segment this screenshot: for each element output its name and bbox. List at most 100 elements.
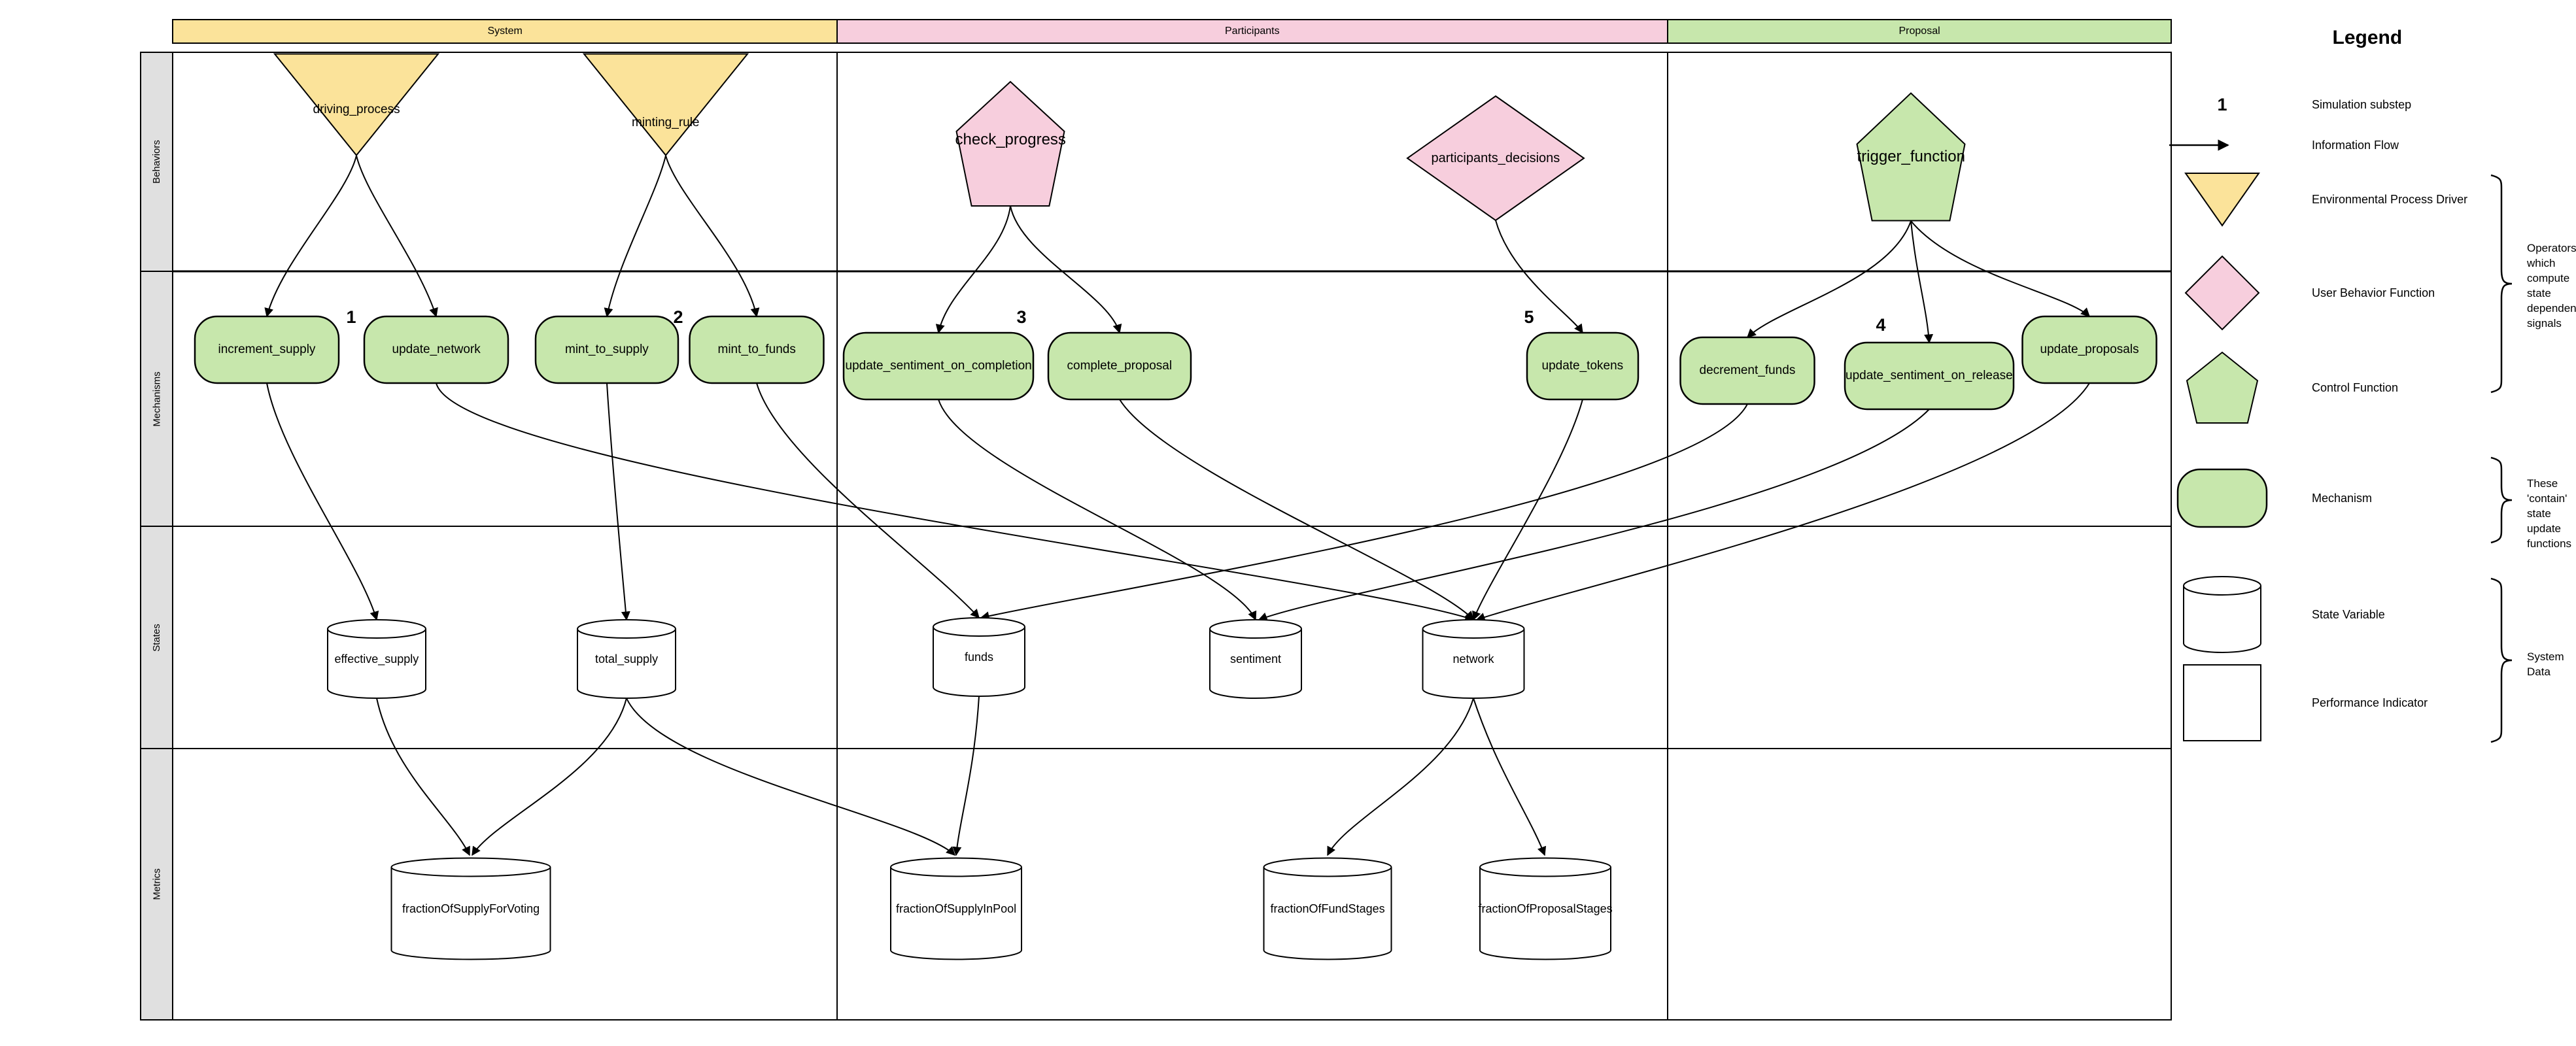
edge-trigger_function-to-update_proposals (1910, 220, 2091, 317)
edge-update_tokens-to-network (1472, 399, 1583, 621)
column-header-label-participants: Participants (1225, 25, 1280, 37)
legend-item-label-0: Simulation substep (2312, 97, 2412, 111)
column-header-proposal[interactable] (1667, 19, 2172, 44)
legend-item-label-2: Environmental Process Driver (2312, 192, 2468, 206)
edge-check_progress-to-update_sentiment_on_completion (935, 205, 1011, 334)
mechanism-label-update_proposals: update_proposals (2040, 343, 2139, 356)
legend-title: Legend (2332, 27, 2403, 48)
state-label-sentiment: sentiment (1230, 652, 1282, 666)
edge-mint_to_funds-to-funds (756, 382, 980, 619)
legend-square-icon (2183, 664, 2261, 741)
metric-node-fractionOfSupplyForVoting[interactable] (390, 857, 551, 960)
row-label-cell-metrics (140, 748, 173, 1021)
edge-effective_supply-to-fractionOfSupplyForVoting (376, 698, 470, 856)
edge-driving_process-to-update_network (356, 155, 438, 318)
edge-check_progress-to-complete_proposal (1010, 205, 1122, 334)
edge-increment_supply-to-effective_supply (266, 382, 379, 621)
mechanism-node-update_network[interactable] (363, 315, 509, 384)
edge-total_supply-to-fractionOfSupplyInPool (626, 698, 956, 856)
systemdata-brace-note-line-1: Data (2527, 666, 2550, 678)
edge-update_sentiment_on_release-to-sentiment (1258, 409, 1930, 622)
column-header-label-proposal: Proposal (1898, 25, 1940, 37)
column-header-system[interactable] (172, 19, 838, 44)
column-header-participants[interactable] (836, 19, 1668, 44)
legend-item-label-4: Control Function (2312, 380, 2399, 394)
operators-brace-note-line-0: Operators (2527, 242, 2576, 254)
edge-total_supply-to-fractionOfSupplyForVoting (472, 698, 627, 856)
operators-brace-note-line-5: signals (2527, 317, 2562, 329)
legend-cylinder-icon[interactable] (2183, 576, 2261, 653)
mechanism-label-update_sentiment_on_release: update_sentiment_on_release (1846, 369, 2013, 382)
state-label-funds: funds (965, 650, 994, 664)
edge-funds-to-fractionOfSupplyInPool (952, 696, 980, 856)
behavior-node-participants_decisions[interactable] (1406, 95, 1585, 222)
behavior-label-check_progress: check_progress (955, 131, 1066, 148)
state-label-effective_supply: effective_supply (334, 652, 419, 666)
mechanism-node-update_tokens[interactable] (1526, 331, 1640, 401)
mechanism-brace-note-line-3: update (2527, 522, 2561, 535)
mechanism-node-increment_supply[interactable] (194, 315, 340, 384)
state-node-effective_supply[interactable] (327, 619, 426, 699)
metric-label-fractionOfSupplyInPool: fractionOfSupplyInPool (896, 902, 1017, 915)
row-label-cell-mechanisms (140, 271, 173, 527)
mechanism-label-complete_proposal: complete_proposal (1067, 359, 1173, 373)
mechanism-node-mint_to_supply[interactable] (534, 315, 679, 384)
metric-node-fractionOfFundStages[interactable] (1263, 857, 1392, 960)
mechanism-node-update_sentiment_on_release[interactable] (1844, 341, 2015, 411)
state-label-network: network (1452, 652, 1494, 666)
behavior-node-trigger_function[interactable] (1856, 92, 1966, 222)
state-node-funds[interactable] (933, 617, 1025, 697)
row-label-states: States (150, 623, 162, 652)
legend-triangle-down-icon[interactable] (2184, 173, 2260, 227)
mechanism-node-update_proposals[interactable] (2021, 315, 2157, 384)
metric-node-fractionOfProposalStages[interactable] (1479, 857, 1611, 960)
legend-substep-number-icon: 1 (2217, 94, 2227, 114)
mechanism-brace-note-line-1: 'contain' (2527, 492, 2567, 505)
legend-item-label-7: Performance Indicator (2312, 696, 2428, 709)
row-label-behaviors: Behaviors (150, 140, 162, 184)
edge-driving_process-to-increment_supply (264, 155, 357, 318)
legend-pentagon-icon[interactable] (2186, 351, 2259, 424)
mechanism-label-update_sentiment_on_completion: update_sentiment_on_completion (845, 359, 1032, 373)
state-node-sentiment[interactable] (1209, 619, 1302, 699)
behavior-label-participants_decisions: participants_decisions (1431, 150, 1560, 165)
row-label-metrics: Metrics (151, 868, 163, 900)
systemdata-brace-note-line-0: System (2527, 650, 2564, 663)
edge-trigger_function-to-decrement_funds (1746, 220, 1912, 338)
state-node-total_supply[interactable] (577, 619, 676, 699)
mechanism-node-update_sentiment_on_completion[interactable] (842, 331, 1035, 401)
row-label-cell-behaviors (140, 52, 173, 272)
state-label-total_supply: total_supply (595, 652, 659, 666)
behavior-node-check_progress[interactable] (955, 80, 1065, 207)
mechanism-node-mint_to_funds[interactable] (689, 315, 825, 384)
legend-rounded-rect-icon[interactable] (2176, 468, 2268, 528)
edge-network-to-fractionOfProposalStages (1473, 698, 1547, 856)
metric-label-fractionOfSupplyForVoting: fractionOfSupplyForVoting (402, 902, 540, 915)
substep-number-5: 5 (1524, 307, 1534, 327)
substep-number-3: 3 (1016, 307, 1027, 327)
row-label-mechanisms: Mechanisms (151, 371, 163, 427)
mechanism-label-update_tokens: update_tokens (1541, 359, 1624, 373)
legend-item-label-6: State Variable (2312, 607, 2385, 621)
mechanism-label-decrement_funds: decrement_funds (1699, 363, 1796, 377)
mechanism-node-decrement_funds[interactable] (1679, 336, 1815, 405)
edge-update_network-to-network (436, 382, 1475, 622)
metric-node-fractionOfSupplyInPool[interactable] (890, 857, 1022, 960)
edge-complete_proposal-to-network (1119, 399, 1474, 621)
state-node-network[interactable] (1422, 619, 1525, 699)
behavior-node-driving_process[interactable] (273, 53, 440, 157)
mechanism-label-update_network: update_network (392, 343, 481, 356)
edge-decrement_funds-to-funds (980, 403, 1748, 621)
column-header-label-system: System (487, 25, 523, 37)
edge-update_sentiment_on_completion-to-sentiment (938, 399, 1257, 621)
mechanism-brace-note-line-2: state (2527, 507, 2551, 520)
behavior-node-minting_rule[interactable] (582, 53, 749, 157)
legend-diamond-icon[interactable] (2184, 255, 2260, 331)
metric-label-fractionOfProposalStages: fractionOfProposalStages (1478, 902, 1613, 915)
mechanism-node-complete_proposal[interactable] (1047, 331, 1192, 401)
operators-brace-note-line-3: state (2527, 287, 2551, 299)
substep-number-4: 4 (1876, 314, 1886, 335)
mechanism-brace-note-line-0: These (2527, 477, 2558, 490)
